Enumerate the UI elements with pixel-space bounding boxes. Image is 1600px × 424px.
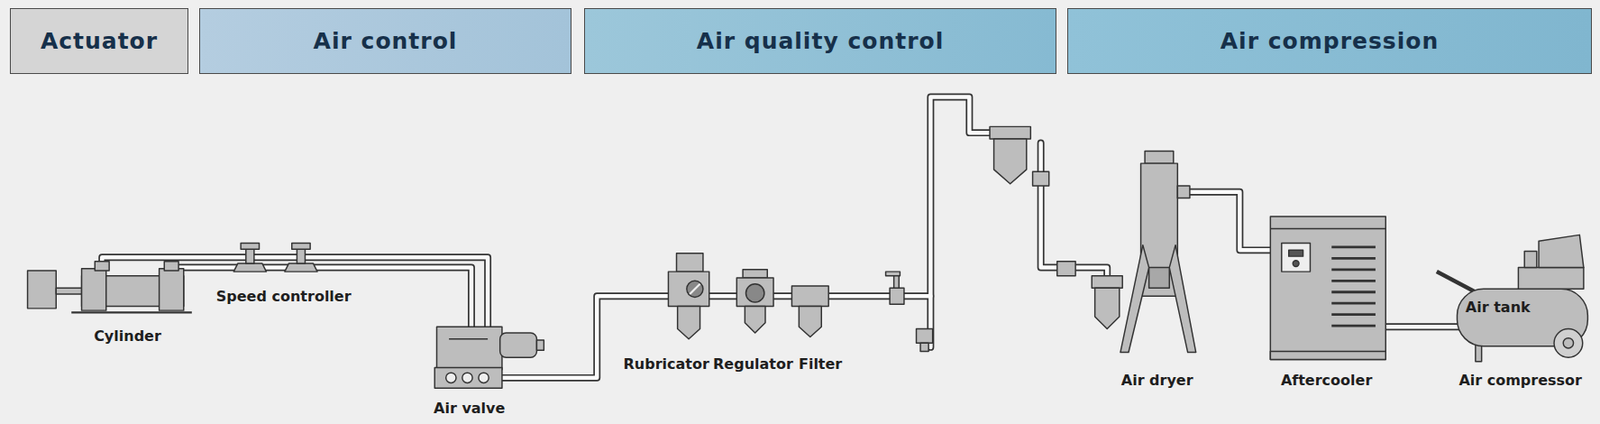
component-label: Air compressor [1458, 372, 1582, 389]
speed-controller-symbol [233, 242, 318, 272]
section-band: Air compression [1067, 8, 1592, 74]
component-label: Regulator [713, 356, 794, 373]
line-filter-symbol [989, 126, 1123, 329]
section-title: Air quality control [687, 27, 953, 55]
air-dryer-symbol [1120, 151, 1197, 353]
aftercooler-symbol [1270, 216, 1386, 359]
section-title: Actuator [31, 27, 167, 55]
section-title: Air compression [1211, 27, 1448, 55]
tube [101, 97, 1460, 378]
section-band: Air control [199, 8, 572, 74]
section-band: Air quality control [584, 8, 1057, 74]
component-label: Filter [798, 356, 842, 373]
component-label: Air dryer [1121, 372, 1194, 389]
component-label: Air tank [1465, 299, 1531, 316]
component-label: Cylinder [93, 328, 162, 345]
air-valve-symbol [434, 326, 544, 388]
frl-unit-symbol [667, 253, 933, 352]
section-title: Air control [304, 27, 467, 55]
cylinder-symbol [27, 261, 192, 313]
component-label: Speed controller [216, 288, 352, 305]
component-label: Aftercooler [1280, 372, 1372, 389]
component-label: Rubricator [623, 356, 710, 373]
section-band: Actuator [9, 8, 189, 74]
air-compressor-symbol [1436, 234, 1589, 361]
component-label: Air valve [433, 400, 505, 417]
